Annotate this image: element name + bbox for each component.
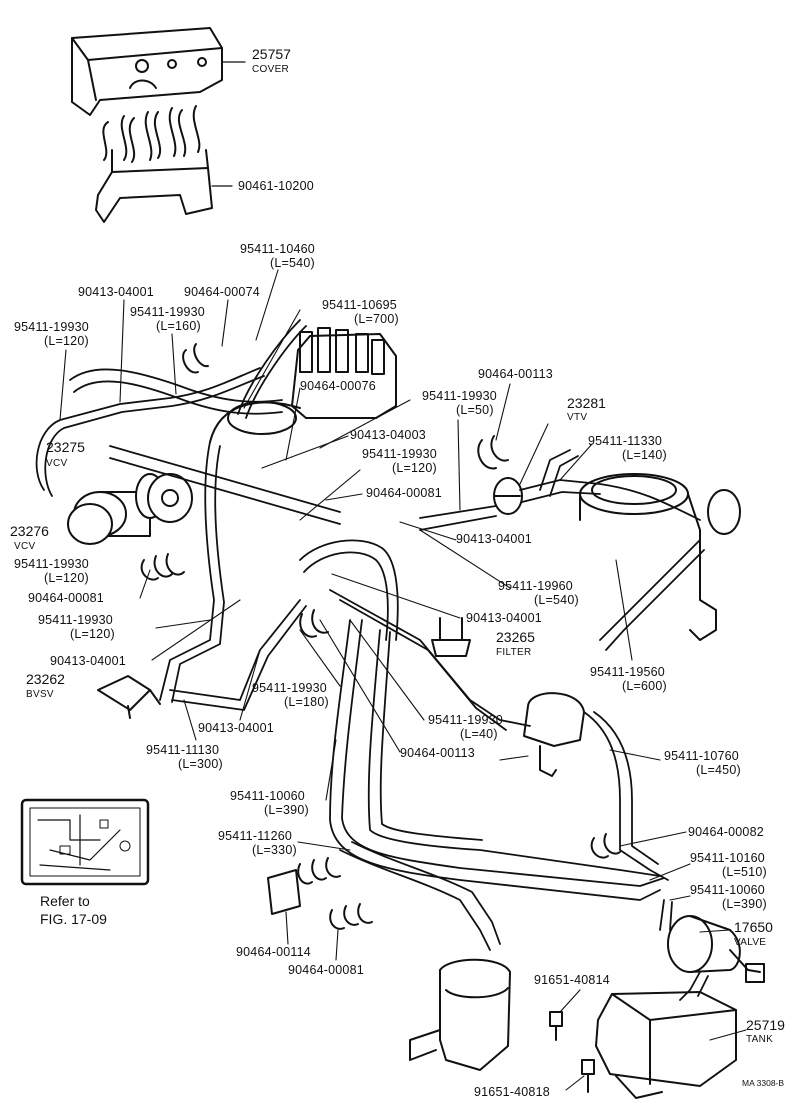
label-25719: 25719 — [746, 1017, 785, 1033]
label-tank: TANK — [746, 1034, 774, 1045]
label-l180: (L=180) — [284, 695, 329, 709]
label-95411-19930-b: 95411-19930 — [14, 320, 89, 334]
label-95411-10060-b: 95411-10060 — [690, 883, 765, 897]
vcv-units — [67, 473, 193, 545]
label-l160: (L=160) — [156, 319, 201, 333]
figure-code: MA 3308-B — [742, 1078, 785, 1088]
bracket-part — [95, 105, 233, 223]
label-l510: (L=510) — [722, 865, 767, 879]
label-90413-04001-e: 90413-04001 — [198, 721, 274, 735]
bvsv-part — [97, 675, 161, 719]
label-91651-40814: 91651-40814 — [534, 973, 610, 987]
label-23281: 23281 — [567, 395, 606, 411]
label-valve: VALVE — [734, 937, 767, 948]
label-95411-10760: 95411-10760 — [664, 749, 739, 763]
label-90464-00114: 90464-00114 — [236, 945, 311, 959]
hose-network — [35, 319, 709, 1001]
label-filter: FILTER — [496, 647, 532, 658]
label-l600: (L=600) — [622, 679, 667, 693]
label-l700: (L=700) — [354, 312, 399, 326]
label-90413-04001-d: 90413-04001 — [466, 611, 542, 625]
label-23275: 23275 — [46, 439, 85, 455]
label-90464-00081-b: 90464-00081 — [28, 591, 104, 605]
check-valve-part — [523, 692, 585, 777]
label-90464-00081-a: 90464-00081 — [366, 486, 442, 500]
label-l40: (L=40) — [460, 727, 498, 741]
label-l330: (L=330) — [252, 843, 297, 857]
label-90464-00113-a: 90464-00113 — [478, 367, 553, 381]
label-95411-10695: 95411-10695 — [322, 298, 397, 312]
label-90413-04001-c: 90413-04001 — [50, 654, 126, 668]
label-vcv-2: VCV — [14, 541, 36, 552]
label-95411-11260: 95411-11260 — [218, 829, 293, 843]
bolts — [549, 1011, 595, 1093]
label-90464-00076: 90464-00076 — [300, 379, 376, 393]
label-bvsv: BVSV — [26, 689, 54, 700]
label-91651-40818: 91651-40818 — [474, 1085, 550, 1099]
label-vtv: VTV — [567, 412, 588, 423]
label-l120-c: (L=120) — [44, 571, 89, 585]
refer-to-line2: FIG. 17-09 — [40, 911, 107, 927]
label-l390-a: (L=390) — [264, 803, 309, 817]
label-90464-00113-b: 90464-00113 — [400, 746, 475, 760]
label-23262: 23262 — [26, 671, 65, 687]
refer-to-line1: Refer to — [40, 893, 90, 909]
label-95411-19560: 95411-19560 — [590, 665, 665, 679]
label-23265: 23265 — [496, 629, 535, 645]
label-95411-19960: 95411-19960 — [498, 579, 573, 593]
label-90413-04001-a: 90413-04001 — [78, 285, 154, 299]
label-l120-a: (L=120) — [44, 334, 89, 348]
refer-thumbnail — [20, 798, 150, 886]
label-95411-10060-a: 95411-10060 — [230, 789, 305, 803]
label-l450: (L=450) — [696, 763, 741, 777]
label-95411-10160: 95411-10160 — [690, 851, 765, 865]
label-90461-10200: 90461-10200 — [238, 179, 314, 193]
label-25757: 25757 — [252, 46, 291, 62]
label-95411-19930-f: 95411-19930 — [38, 613, 113, 627]
label-90464-00074: 90464-00074 — [184, 285, 260, 299]
label-23276: 23276 — [10, 523, 49, 539]
label-l120-d: (L=120) — [70, 627, 115, 641]
label-l540-b: (L=540) — [534, 593, 579, 607]
label-l300: (L=300) — [178, 757, 223, 771]
label-95411-19930-g: 95411-19930 — [252, 681, 327, 695]
label-95411-10460: 95411-10460 — [240, 242, 315, 256]
label-90413-04003: 90413-04003 — [350, 428, 426, 442]
label-95411-11330: 95411-11330 — [588, 434, 663, 448]
valve-part — [667, 915, 765, 983]
label-l540-a: (L=540) — [270, 256, 315, 270]
tank-part — [595, 991, 737, 1099]
label-l120-b: (L=120) — [392, 461, 437, 475]
label-95411-19930-d: 95411-19930 — [362, 447, 437, 461]
label-95411-11130: 95411-11130 — [146, 743, 220, 757]
label-vcv-1: VCV — [46, 458, 68, 469]
loose-clips — [140, 343, 621, 930]
label-l390-b: (L=390) — [722, 897, 767, 911]
label-90464-00082: 90464-00082 — [688, 825, 764, 839]
leader-lines — [59, 269, 747, 1091]
cover-part — [71, 27, 246, 116]
canister-part — [409, 958, 511, 1071]
label-l140: (L=140) — [622, 448, 667, 462]
label-17650: 17650 — [734, 919, 773, 935]
label-95411-19930-h: 95411-19930 — [428, 713, 503, 727]
engine-assembly — [209, 327, 741, 641]
filter-part — [431, 617, 471, 657]
label-90464-00081-c: 90464-00081 — [288, 963, 364, 977]
label-95411-19930-c: 95411-19930 — [422, 389, 497, 403]
label-95411-19930-a: 95411-19930 — [130, 305, 205, 319]
label-90413-04001-b: 90413-04001 — [456, 532, 532, 546]
label-cover: COVER — [252, 64, 290, 75]
label-l50: (L=50) — [456, 403, 494, 417]
vtv-part — [493, 477, 523, 515]
label-95411-19930-e: 95411-19930 — [14, 557, 89, 571]
